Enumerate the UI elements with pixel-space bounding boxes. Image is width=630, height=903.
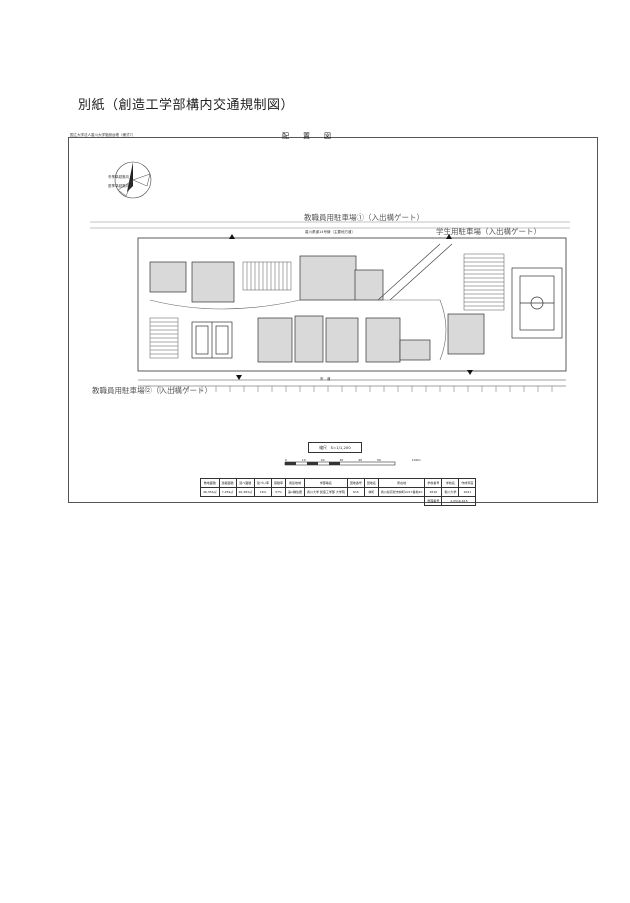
table-cell: 所在地 <box>377 478 426 488</box>
road-top <box>90 221 570 229</box>
table-cell: 16% <box>254 487 273 497</box>
table-cell: 香川大学 <box>441 487 460 497</box>
tennis-courts <box>191 321 233 359</box>
table-cell: 学校番号 <box>424 478 443 488</box>
parking-areas <box>149 253 505 359</box>
table-cell: 615 <box>346 487 365 497</box>
table-cell: 整理番号 <box>424 496 443 506</box>
buildings <box>149 255 485 363</box>
scale-tick: 10 <box>301 458 306 462</box>
scale-ticks: 0 10 20 30 40 50 100m <box>285 458 421 462</box>
scale-tick: 30 <box>339 458 344 462</box>
table-cell: 2-0516-615 <box>441 496 477 506</box>
wind-label-winter: 冬季卓越風向 <box>108 175 129 179</box>
site-info-table: 敷地面積 建築面積 延べ面積 建ぺい率 容積率 用途地域 学部等名 団地番号 団… <box>200 478 477 506</box>
page-heading: 別紙（創造工学部構内交通規制図） <box>78 98 295 113</box>
table-cell: 学部等名 <box>303 478 348 488</box>
north-arrow-icon <box>114 161 152 199</box>
site-plan-sheet <box>68 137 598 503</box>
wind-label-summer: 夏季卓越風向 <box>108 184 129 188</box>
table-cell: 建ぺい率 <box>254 478 273 488</box>
table-cell: 26,383㎡ <box>235 487 256 497</box>
parking2-label: 教職員用駐車場②（入出構ゲート） <box>92 386 212 395</box>
table-header-row: 敷地面積 建築面積 延べ面積 建ぺい率 容積率 用途地域 学部等名 団地番号 団… <box>200 478 477 488</box>
table-cell: 学校名 <box>441 478 460 488</box>
scale-text: 縮尺 S=1/1,200 <box>308 442 362 453</box>
table-cell: 延べ面積 <box>235 478 256 488</box>
table-cell: 敷地面積 <box>200 478 220 488</box>
table-cell: 57% <box>271 487 287 497</box>
table-cell: 香川大学 創造工学部 大学院 <box>303 487 348 497</box>
student-parking-label: 学生用駐車場（入出構ゲート） <box>436 227 541 236</box>
campus-boundary <box>137 237 567 372</box>
internal-road <box>149 299 447 361</box>
scale-tick: 40 <box>358 458 363 462</box>
table-footer-row: 整理番号 2-0516-615 <box>201 496 477 506</box>
table-cell: 林町 <box>363 487 379 497</box>
table-cell: 容積率 <box>271 478 287 488</box>
corner-note: 国立大学法人香川大学施設台帳（様式7） <box>70 133 136 137</box>
scale-tick: 20 <box>320 458 325 462</box>
street-trees <box>138 379 566 392</box>
table-cell: 46,356㎡ <box>200 487 220 497</box>
scale-tick: 0 <box>285 458 287 462</box>
table-cell: 団地名 <box>363 478 379 488</box>
table-cell: 作成年度 <box>458 478 477 488</box>
plan-title: 配 置 図 <box>282 132 331 140</box>
diagonal-road <box>377 243 453 301</box>
scale-bar <box>284 461 396 466</box>
table-cell: 7,259㎡ <box>218 487 237 497</box>
parking1-label: 教職員用駐車場①（入出構ゲート） <box>304 213 424 222</box>
table-cell: 6516 <box>424 487 443 497</box>
table-cell: 香川県高松市林町2217番地20 <box>377 487 426 497</box>
gate-arrow-icons <box>229 234 473 380</box>
table-cell: 第1種住居 <box>285 487 305 497</box>
road-bottom-text: 市 道 <box>320 377 331 381</box>
sports-field <box>511 267 563 339</box>
table-cell: 2021 <box>458 487 477 497</box>
scale-tick: 50 <box>377 458 381 462</box>
road-text: 香川県道14号線（主要地方道） <box>305 230 355 234</box>
table-row: 46,356㎡ 7,259㎡ 26,383㎡ 16% 57% 第1種住居 香川大… <box>200 487 477 497</box>
table-cell: 団地番号 <box>346 478 365 488</box>
table-cell: 用途地域 <box>285 478 305 488</box>
scale-tick: 100m <box>411 458 421 462</box>
table-cell: 建築面積 <box>218 478 237 488</box>
